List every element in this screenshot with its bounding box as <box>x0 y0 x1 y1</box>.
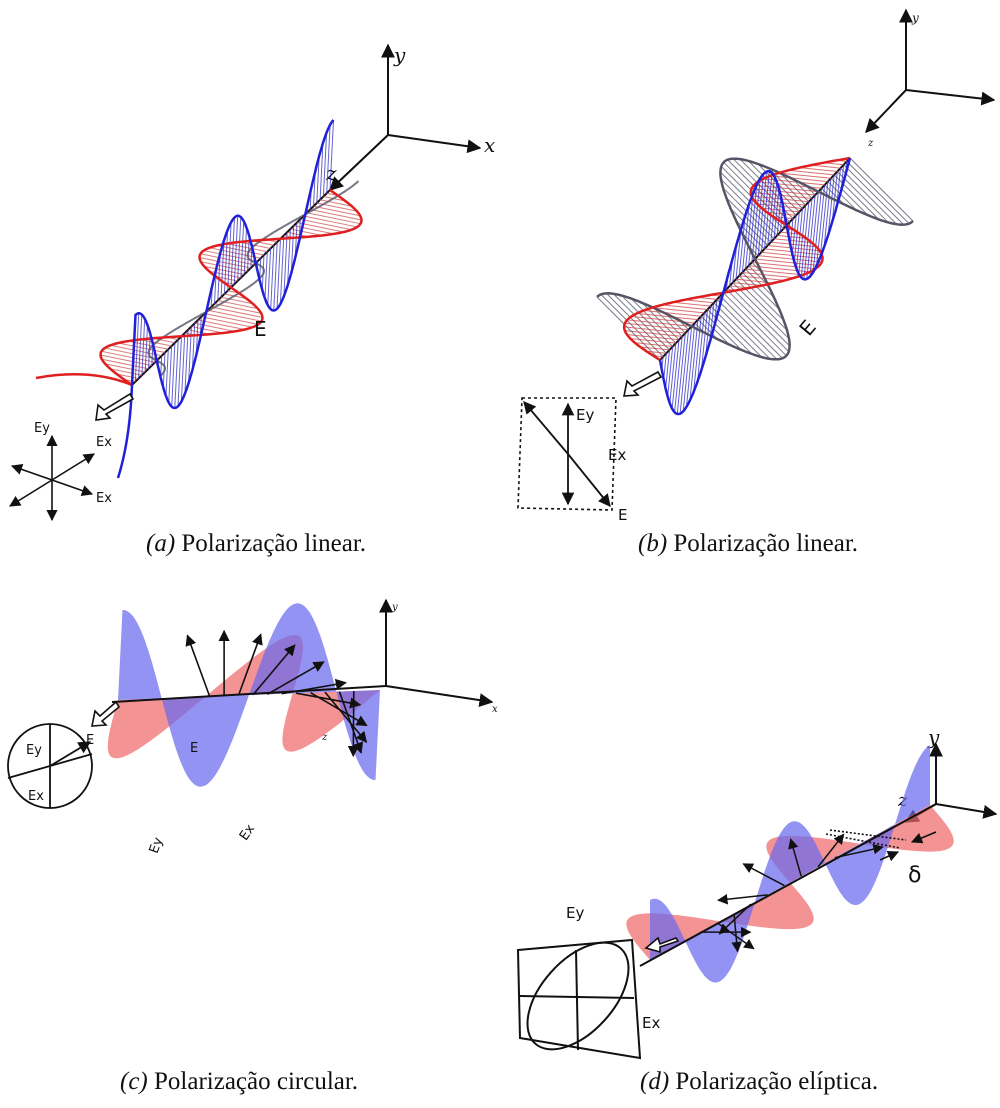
blue-wave-b <box>658 157 852 416</box>
panel-c: y x z E Ey Ex Ey E Ex <box>7 598 498 856</box>
caption-c-text: Polarização circular. <box>154 1068 359 1095</box>
red-wave-a <box>35 188 363 387</box>
axis-z-label-c: z <box>321 732 328 743</box>
caption-b-text: Polarização linear. <box>673 530 859 557</box>
ex-label-c: Ex <box>28 789 44 804</box>
panel-b: y z E Ey Ex E <box>517 8 996 524</box>
propagation-arrow-a <box>95 392 135 421</box>
ex-label-c-wave: Ex <box>237 822 259 844</box>
panel-d: y z δ Ey Ex <box>516 725 998 1060</box>
axis-x-label-a: x <box>484 133 495 157</box>
component-diagram-a <box>9 434 95 522</box>
red-wave-b <box>622 156 851 362</box>
wave-hatching-a <box>100 119 362 408</box>
ey-label-a: Ey <box>34 421 50 436</box>
filled-waves-d <box>626 745 954 983</box>
panel-a: y x z E Ey Ex Ex <box>9 43 495 522</box>
caption-b: (b) Polarização linear. <box>638 530 858 558</box>
caption-d-text: Polarização elíptica. <box>675 1068 879 1095</box>
ex-label-a-top: Ex <box>96 435 112 450</box>
blue-wave-a <box>116 119 335 479</box>
caption-a-text: Polarização linear. <box>181 530 367 557</box>
caption-d-letter: (d) <box>640 1068 670 1095</box>
axis-y-label-c: y <box>391 602 398 613</box>
caption-a: (a) Polarização linear. <box>146 530 366 558</box>
caption-a-letter: (a) <box>146 530 176 557</box>
axis-x-label-c: x <box>492 704 498 715</box>
ex-label-d: Ex <box>642 1014 660 1032</box>
ex-label-a: Ex <box>96 491 112 506</box>
ey-label-b: Ey <box>576 406 594 424</box>
e-label-b: E <box>618 506 627 524</box>
e-vectors-c <box>185 629 368 758</box>
caption-c: (c) Polarização circular. <box>120 1068 358 1096</box>
e-vector-label-c: E <box>190 741 198 756</box>
gray-wave-b <box>596 157 914 361</box>
propagation-arrow-c <box>91 700 121 727</box>
component-diagram-b <box>517 397 617 511</box>
filled-waves-c <box>107 603 387 787</box>
delta-label-d: δ <box>908 863 921 888</box>
axes-b <box>865 8 996 134</box>
axis-z-label-b: z <box>867 138 874 149</box>
ex-label-b: Ex <box>608 446 626 464</box>
caption-d: (d) Polarização elíptica. <box>640 1068 878 1096</box>
axes-a <box>328 43 482 191</box>
caption-b-letter: (b) <box>638 530 668 557</box>
caption-c-letter: (c) <box>120 1068 148 1095</box>
ey-label-c-wave: Ey <box>147 835 167 855</box>
e-vector-label-a: E <box>254 317 267 341</box>
propagation-arrow-d <box>644 936 680 954</box>
component-ellipse-d <box>516 938 642 1060</box>
axis-y-label-b: y <box>911 11 919 25</box>
ey-label-d: Ey <box>566 904 584 922</box>
gray-wave-a <box>147 180 360 377</box>
e-vectors-d <box>700 833 884 953</box>
propagation-arrow-b <box>623 370 663 397</box>
axis-y-label-d: y <box>927 725 940 749</box>
axis-y-label-a: y <box>393 43 406 67</box>
e-label-c: E <box>86 733 94 748</box>
axes-c <box>379 598 494 708</box>
delta-marker-d <box>825 829 937 862</box>
ey-label-c: Ey <box>26 743 42 758</box>
component-circle-c <box>7 723 93 809</box>
e-vector-label-b: E <box>794 315 821 340</box>
